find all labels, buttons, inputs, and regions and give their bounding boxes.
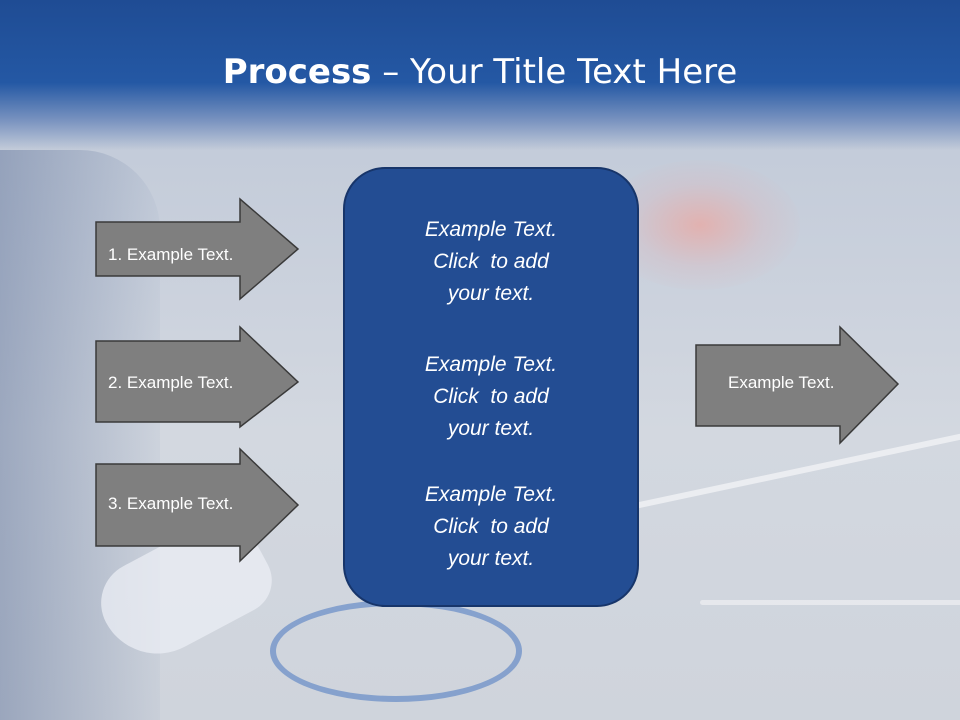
center-text-block-2[interactable]: Example Text. Click to add your text. <box>345 349 637 445</box>
center-text-block-1[interactable]: Example Text. Click to add your text. <box>345 214 637 310</box>
arrow-shape-icon <box>95 447 300 563</box>
arrow-shape-icon <box>95 197 300 301</box>
title-bold: Process <box>222 52 372 92</box>
title-banner <box>0 0 960 150</box>
block-line: Example Text. <box>424 483 558 506</box>
result-arrow[interactable]: Example Text. <box>695 325 900 445</box>
block-line: your text. <box>447 417 535 440</box>
background-photo-wheel <box>270 600 522 702</box>
center-text-box[interactable]: Example Text. Click to add your text. Ex… <box>343 167 639 607</box>
step-arrow-1-label: 1. Example Text. <box>108 245 234 264</box>
step-arrow-1[interactable]: 1. Example Text. <box>95 197 300 301</box>
step-arrow-3-label: 3. Example Text. <box>108 494 234 513</box>
center-text-block-3[interactable]: Example Text. Click to add your text. <box>345 479 637 575</box>
title-rest: – Your Title Text Here <box>371 52 738 92</box>
step-arrow-2-label: 2. Example Text. <box>108 373 234 392</box>
background-court-line <box>700 600 960 605</box>
arrow-shape-icon <box>95 325 300 429</box>
arrow-shape-icon <box>695 325 900 445</box>
block-line: Click to add <box>433 250 549 273</box>
block-line: Click to add <box>433 515 549 538</box>
step-arrow-2[interactable]: 2. Example Text. <box>95 325 300 429</box>
block-line: Click to add <box>433 385 549 408</box>
slide-title[interactable]: Process – Your Title Text Here <box>0 52 960 92</box>
block-line: your text. <box>447 547 535 570</box>
block-line: your text. <box>447 282 535 305</box>
block-line: Example Text. <box>424 218 558 241</box>
result-arrow-label: Example Text. <box>728 373 835 392</box>
block-line: Example Text. <box>424 353 558 376</box>
step-arrow-3[interactable]: 3. Example Text. <box>95 447 300 563</box>
